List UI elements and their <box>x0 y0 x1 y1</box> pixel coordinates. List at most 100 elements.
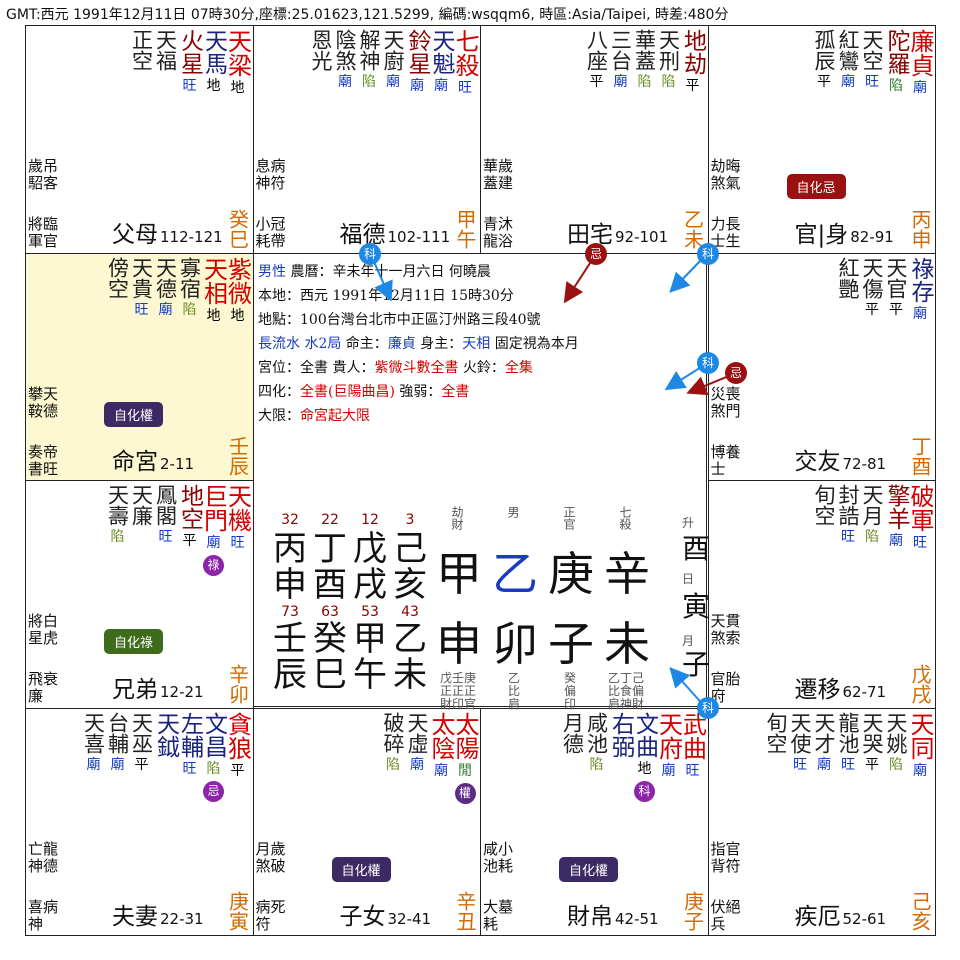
changsheng: 伏絕 兵 <box>710 897 741 933</box>
text: 天同 <box>906 711 934 760</box>
text: 52-61 <box>842 910 887 928</box>
star: 三台廟 <box>609 29 633 95</box>
text: 大限： <box>258 408 300 424</box>
luck-age: 63 <box>321 604 339 620</box>
text: 廟 <box>158 301 173 318</box>
changsheng: 病死 符 <box>255 897 286 933</box>
star: 傍空 <box>106 257 130 325</box>
text: 疾厄 <box>794 904 841 930</box>
text: 天梁 <box>223 29 252 77</box>
bazi-branch: 申 <box>436 617 482 671</box>
luck-age: 43 <box>401 604 419 620</box>
text: 官|身 <box>794 221 849 248</box>
star: 天喜廟 <box>82 712 106 802</box>
text: 貪狼 <box>223 711 252 760</box>
luck-stem: 乙 <box>393 619 427 659</box>
self-hua-badge: 自化權 <box>559 856 619 882</box>
luck-stem: 丁 <box>313 529 347 569</box>
text: 天府 <box>654 711 683 760</box>
sihua-badge: 權 <box>454 782 476 804</box>
luck-branch: 申 <box>273 565 307 605</box>
star-list: 太陽閒權太陰廟天虛廟破碎陷 <box>381 711 479 804</box>
text: 天壽 <box>105 484 130 526</box>
text: 旬空 <box>764 711 788 754</box>
star: 天才廟 <box>812 712 836 780</box>
ganzhi: 癸巳 <box>225 208 250 249</box>
text: 旺 <box>841 756 855 773</box>
star-list: 紫微地天相地寡宿陷天德廟天貴旺傍空 <box>106 257 252 325</box>
shensha: 天貫 煞索 <box>710 612 741 647</box>
ganzhi: 庚子 <box>680 891 705 931</box>
text: 傍空 <box>105 256 130 299</box>
text: 廟 <box>86 756 101 773</box>
text: 天福 <box>153 29 178 71</box>
text: 夫妻 <box>112 904 158 930</box>
text: 廟 <box>613 74 628 90</box>
text: 破碎 <box>381 711 405 754</box>
shensha: 亡龍 神德 <box>28 839 59 875</box>
star: 天哭平 <box>860 712 884 780</box>
ganzhi: 丁酉 <box>908 436 932 476</box>
star: 天廚廟 <box>381 29 405 97</box>
changsheng: 小冠 耗帶 <box>255 215 286 250</box>
ganzhi: 庚寅 <box>225 891 250 931</box>
luck-age: 73 <box>281 604 299 620</box>
star: 旬空 <box>812 484 836 552</box>
star: 巨門廟祿 <box>200 484 228 576</box>
sihua-badge: 忌 <box>203 780 224 802</box>
star: 破軍旺 <box>906 484 934 552</box>
ganzhi: 戊戌 <box>908 663 932 704</box>
ganzhi: 辛丑 <box>453 891 477 931</box>
text: 全書(巨陽曲昌) <box>300 384 395 400</box>
text: 全集 <box>504 360 533 376</box>
text: 地劫 <box>679 29 706 75</box>
text: 天月 <box>860 484 884 526</box>
text: 田宅 <box>567 221 613 248</box>
text: 廟 <box>817 756 831 773</box>
star: 天月陷 <box>860 484 884 552</box>
text: 鈴星 <box>404 29 430 75</box>
star: 咸池陷 <box>585 712 609 802</box>
shensha: 月歲 煞破 <box>255 839 286 875</box>
text: 華蓋 <box>632 29 657 71</box>
text: 天鉞 <box>152 711 179 758</box>
text: 長流水 水2局 <box>258 336 342 352</box>
luck-branch: 午 <box>353 655 387 695</box>
text: 龍池 <box>836 711 860 754</box>
changsheng: 奏帝 書旺 <box>28 442 59 478</box>
text: 鳳閣 <box>153 484 178 526</box>
text: 旬空 <box>812 484 836 526</box>
text: 天相 <box>462 336 491 352</box>
text: 天廚 <box>381 29 405 71</box>
star: 天馬地 <box>201 29 227 97</box>
luck-stem: 癸 <box>313 619 347 659</box>
text: 本地：西元 1991年12月11日 15時30分 <box>258 288 514 304</box>
bazi-top-label: 男 <box>506 506 520 518</box>
star: 太陰廟 <box>427 712 455 804</box>
text: 廟 <box>434 78 448 94</box>
star: 地空平 <box>177 484 203 576</box>
luck-branch: 亥 <box>393 565 427 605</box>
star: 紅鸞廟 <box>836 29 860 97</box>
text: 陷 <box>110 529 125 545</box>
star: 天巫平 <box>130 712 154 802</box>
text: 全書 <box>441 384 470 400</box>
bazi-stem: 辛 <box>604 547 650 601</box>
text: 紅艷 <box>836 256 860 299</box>
star: 天鉞 <box>152 711 179 802</box>
